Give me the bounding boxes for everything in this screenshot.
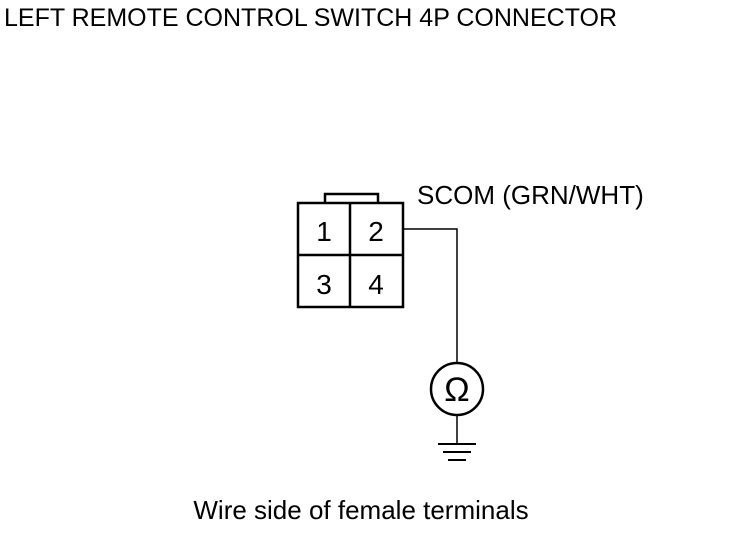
ohmmeter-icon: Ω	[429, 361, 485, 417]
ground-icon	[438, 415, 476, 461]
terminal-4-label: 4	[368, 269, 384, 300]
wire-label-scom: SCOM (GRN/WHT)	[417, 180, 644, 210]
terminal-1-label: 1	[316, 216, 332, 247]
terminal-3-label: 3	[316, 269, 332, 300]
diagram-title: LEFT REMOTE CONTROL SWITCH 4P CONNECTOR	[4, 4, 617, 32]
probe-wire	[403, 228, 458, 363]
connector-4p: 1 2 3 4	[296, 192, 405, 309]
connector-lock-tab	[323, 192, 380, 203]
diagram-caption: Wire side of female terminals	[193, 495, 528, 525]
ohm-symbol: Ω	[444, 371, 469, 409]
terminal-2-label: 2	[368, 216, 384, 247]
